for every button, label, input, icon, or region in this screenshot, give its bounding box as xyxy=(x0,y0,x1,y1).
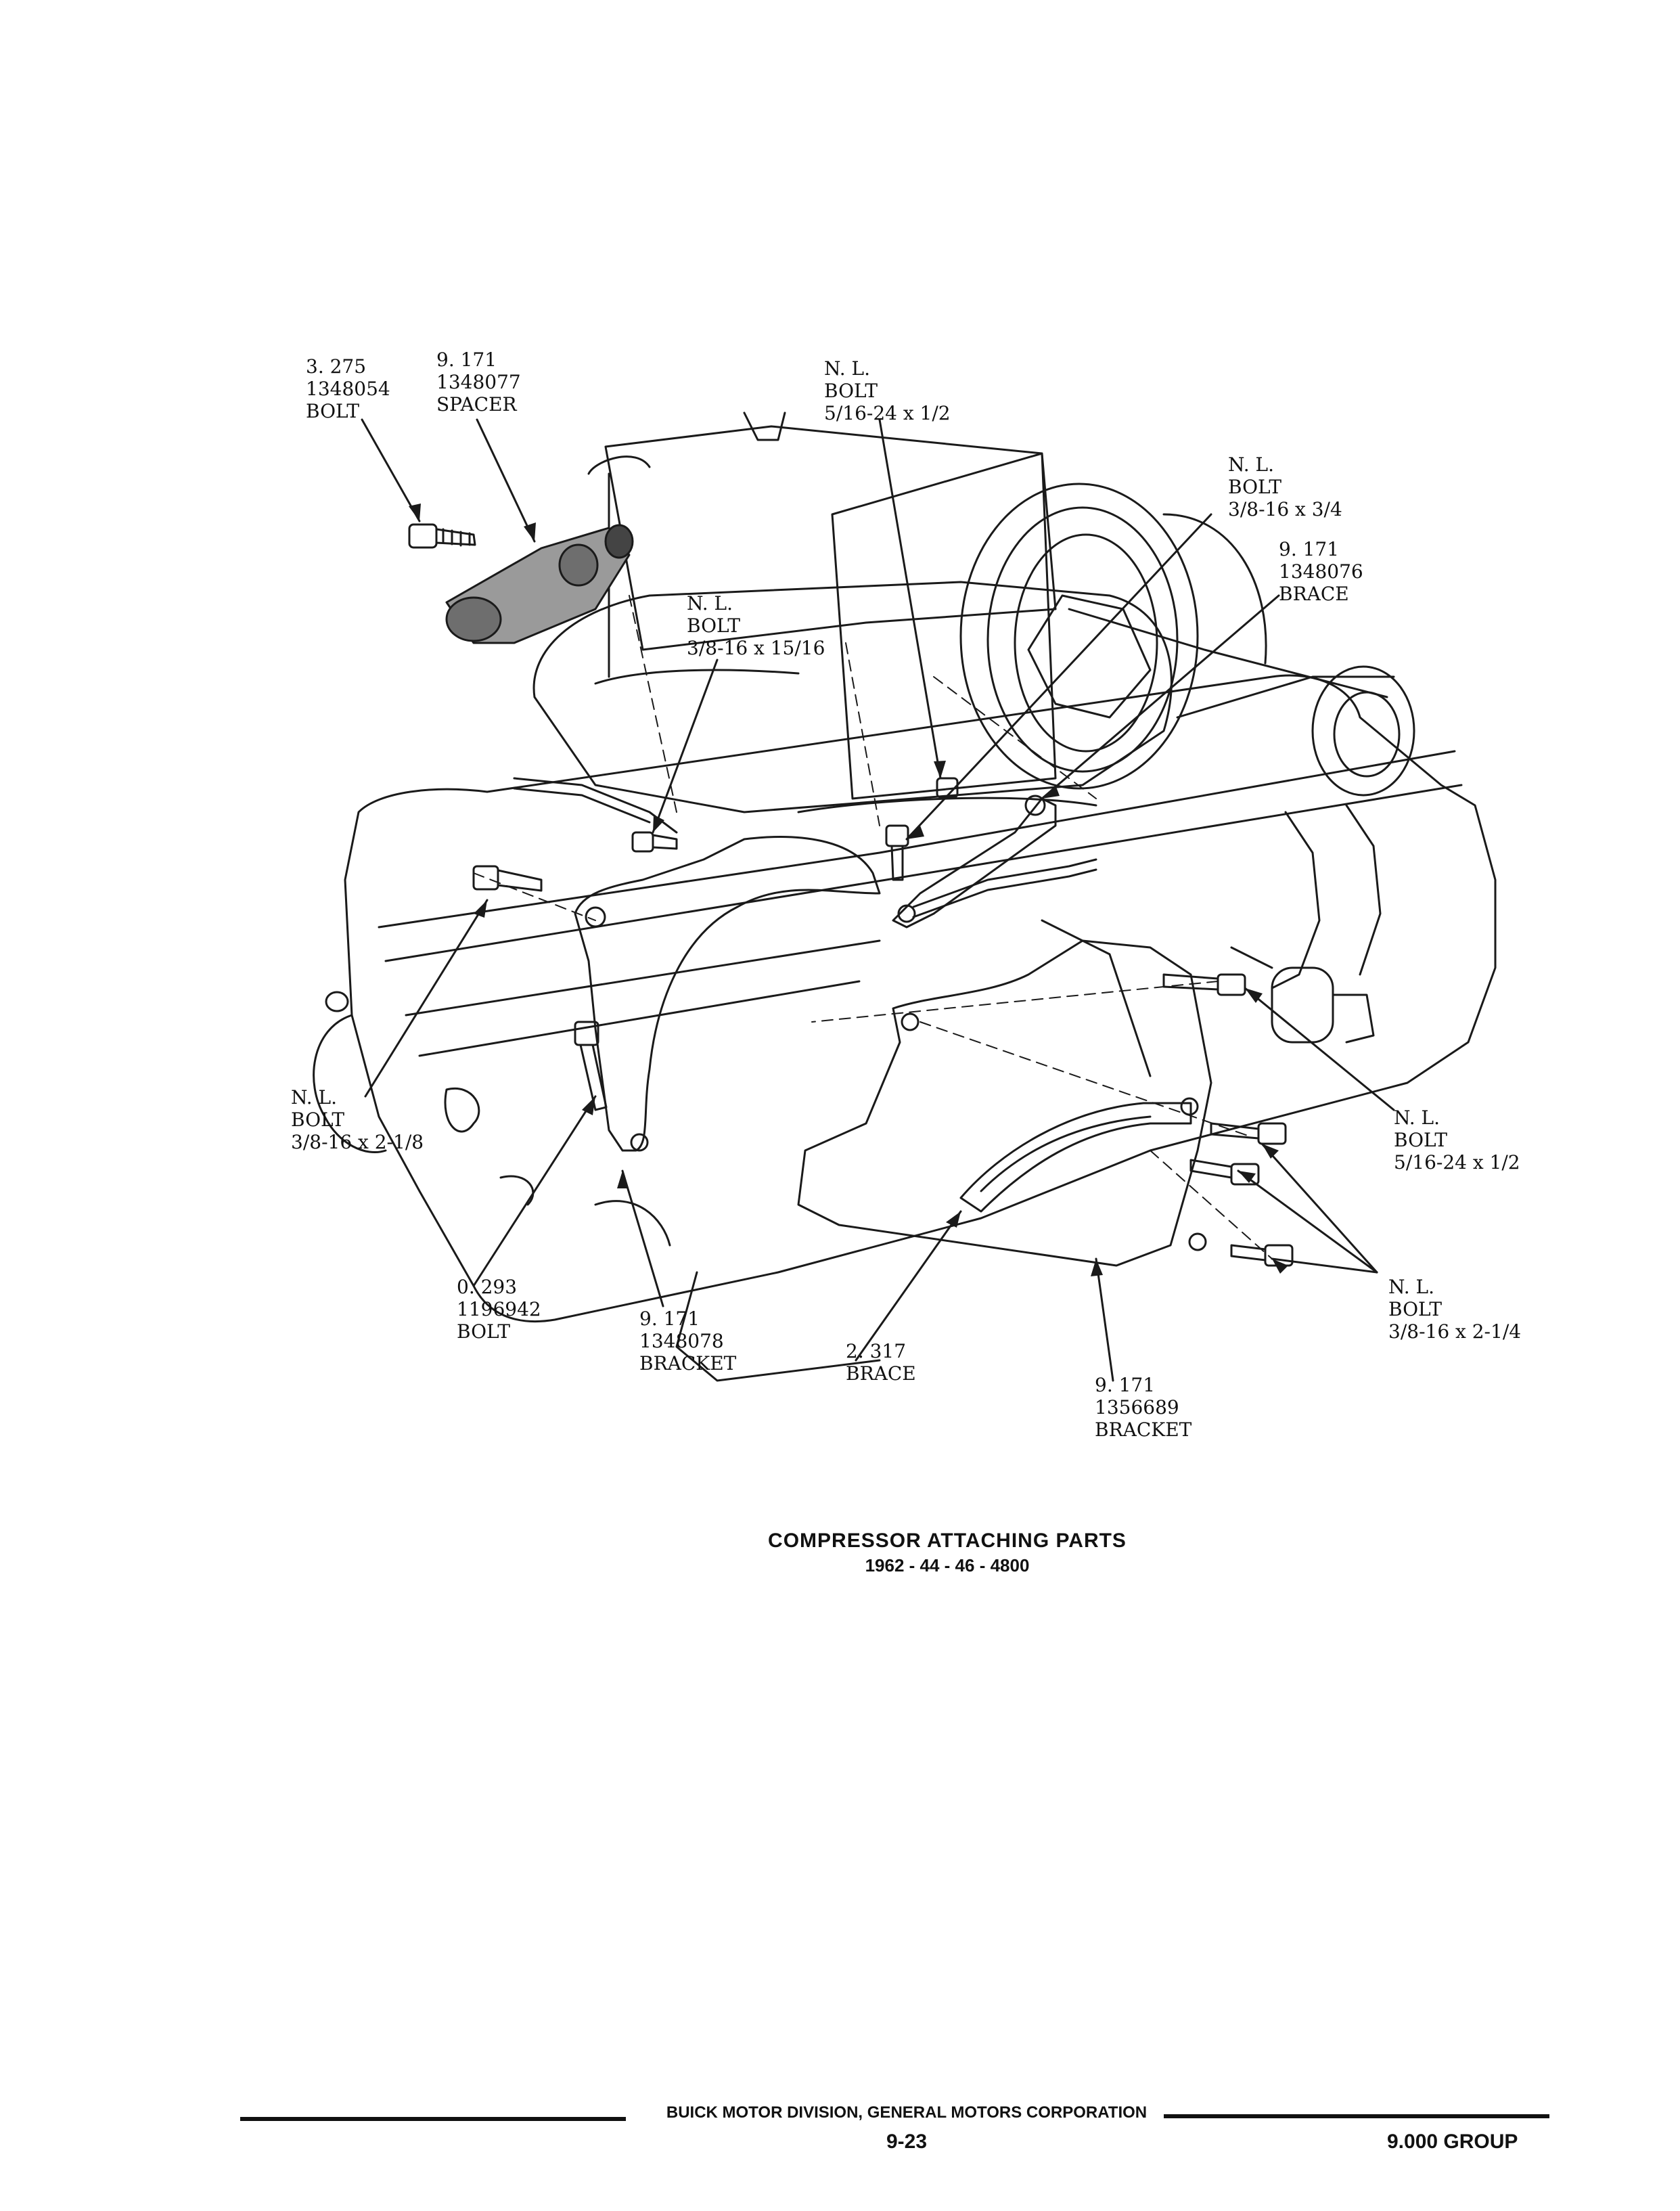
callout-line: 9. 171 xyxy=(639,1308,700,1330)
callout-line: N. L. xyxy=(824,357,871,380)
callout-line: 1196942 xyxy=(457,1298,541,1320)
callout-bracket-1356689: 9. 171 1356689 BRACKET xyxy=(1095,1374,1191,1441)
callout-line: 3/8-16 x 2-1/4 xyxy=(1388,1320,1522,1343)
callout-line: 9. 171 xyxy=(1095,1374,1156,1396)
fuel-line xyxy=(513,777,1097,918)
callout-line: 1348076 xyxy=(1279,560,1363,583)
caption-subtitle: 1962 - 44 - 46 - 4800 xyxy=(865,1555,1030,1576)
footer-rule-right xyxy=(1164,2114,1549,2118)
upper-brace xyxy=(892,795,1057,929)
callout-line: 2. 317 xyxy=(846,1340,907,1362)
bolt-top-left xyxy=(408,523,476,549)
callout-line: 1348054 xyxy=(306,378,390,400)
callout-bracket-1348078: 9. 171 1348078 BRACKET xyxy=(639,1308,736,1375)
front-bracket xyxy=(574,836,881,1152)
callout-line: BRACE xyxy=(1279,583,1349,605)
footer-page-number: 9-23 xyxy=(886,2130,928,2153)
callout-bolt-0293: 0. 293 1196942 BOLT xyxy=(457,1276,541,1343)
callout-line: N. L. xyxy=(1394,1107,1440,1129)
callout-brace-1348076: 9. 171 1348076 BRACE xyxy=(1279,538,1363,605)
callout-nl-bolt-516-24x12-right: N. L. BOLT 5/16-24 x 1/2 xyxy=(1394,1107,1520,1174)
callout-line: 3/8-16 x 15/16 xyxy=(687,637,825,659)
callout-line: BOLT xyxy=(1394,1129,1448,1151)
callout-brace-2317: 2. 317 BRACE xyxy=(846,1340,916,1385)
callout-spacer-9171: 9. 171 1348077 SPACER xyxy=(436,349,521,416)
callout-line: N. L. xyxy=(1228,453,1275,476)
callout-line: 5/16-24 x 1/2 xyxy=(824,402,951,424)
slotted-brace xyxy=(959,1102,1192,1213)
callout-line: 1348078 xyxy=(639,1330,724,1352)
callout-line: 9. 171 xyxy=(436,349,497,371)
callout-line: BOLT xyxy=(306,400,360,422)
callout-line: SPACER xyxy=(436,393,517,416)
callout-line: 3. 275 xyxy=(306,355,367,378)
callout-nl-bolt-38-16x214: N. L. BOLT 3/8-16 x 2-1/4 xyxy=(1388,1276,1521,1343)
callout-line: BOLT xyxy=(1228,476,1282,498)
callout-line: BOLT xyxy=(824,380,878,402)
callout-line: BRACE xyxy=(846,1362,916,1385)
callout-nl-bolt-38-16x34: N. L. BOLT 3/8-16 x 3/4 xyxy=(1228,453,1342,520)
callout-line: BOLT xyxy=(457,1320,511,1343)
callout-line: 1356689 xyxy=(1095,1396,1179,1419)
callout-line: 3/8-16 x 2-1/8 xyxy=(291,1131,424,1153)
callout-line: 1348077 xyxy=(436,371,521,393)
callout-line: N. L. xyxy=(1388,1276,1435,1298)
callout-nl-bolt-38-16x1516: N. L. BOLT 3/8-16 x 15/16 xyxy=(687,592,825,659)
callout-line: 9. 171 xyxy=(1279,538,1340,560)
callout-line: N. L. xyxy=(687,592,733,615)
fuel-filter xyxy=(1230,946,1375,1044)
compressor-housing xyxy=(532,411,1415,813)
callout-line: 3/8-16 x 3/4 xyxy=(1228,498,1342,520)
callout-line: BRACKET xyxy=(639,1352,737,1375)
footer-group: 9.000 GROUP xyxy=(1387,2130,1518,2153)
rear-bracket xyxy=(797,919,1212,1267)
caption-title: COMPRESSOR ATTACHING PARTS xyxy=(768,1529,1127,1552)
figure-caption: COMPRESSOR ATTACHING PARTS 1962 - 44 - 4… xyxy=(677,1529,1218,1576)
callout-line: BOLT xyxy=(1388,1298,1443,1320)
bolt-hardware xyxy=(472,777,1294,1267)
callout-nl-bolt-516-24x12-top: N. L. BOLT 5/16-24 x 1/2 xyxy=(824,357,951,424)
callout-bolt-3275: 3. 275 1348054 BOLT xyxy=(306,355,390,422)
footer-publisher: BUICK MOTOR DIVISION, GENERAL MOTORS COR… xyxy=(666,2103,1148,2122)
engine-block xyxy=(313,674,1497,1382)
callout-line: BRACKET xyxy=(1095,1419,1192,1441)
callout-line: 0. 293 xyxy=(457,1276,518,1298)
callout-line: N. L. xyxy=(291,1086,338,1109)
callout-line: 5/16-24 x 1/2 xyxy=(1394,1151,1520,1174)
callout-nl-bolt-38-16x218: N. L. BOLT 3/8-16 x 2-1/8 xyxy=(291,1086,424,1153)
callout-line: BOLT xyxy=(291,1109,345,1131)
spacer-part xyxy=(445,524,634,644)
footer-rule-left xyxy=(240,2117,626,2121)
centerlines xyxy=(473,595,1273,1259)
leader-arrowheads xyxy=(409,504,1288,1276)
leader-lines xyxy=(361,418,1395,1382)
callout-line: BOLT xyxy=(687,615,741,637)
